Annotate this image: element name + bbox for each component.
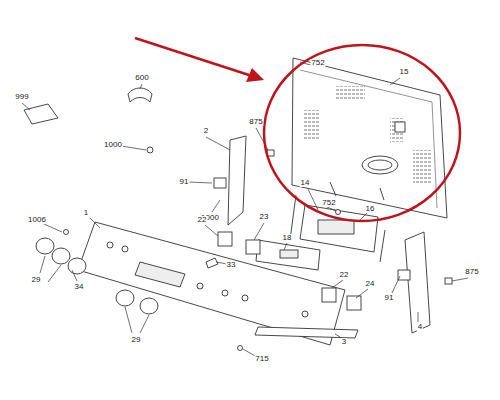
callout-number: 91 <box>179 178 190 186</box>
callout-number: 15 <box>399 68 410 76</box>
callout-number: 91 <box>384 294 395 302</box>
callout-number: 1 <box>83 209 89 217</box>
callout-number: 29 <box>31 276 42 284</box>
callout-number: 600 <box>134 74 149 82</box>
callout-number: 875 <box>464 268 479 276</box>
callout-number: 715 <box>254 355 269 363</box>
callout-number: 999 <box>14 93 29 101</box>
callout-number: 22 <box>339 271 350 279</box>
callout-number: 875 <box>248 118 263 126</box>
callout-number: 1000 <box>103 141 123 149</box>
callout-number: 29 <box>131 336 142 344</box>
callout-number: 752 <box>321 199 336 207</box>
callout-number: 752 <box>310 59 325 67</box>
callout-number: 34 <box>74 283 85 291</box>
callout-number: 2 <box>203 127 209 135</box>
callout-number: 16 <box>365 205 376 213</box>
callout-number: 3 <box>341 338 347 346</box>
callout-number: 14 <box>300 179 311 187</box>
callout-number: 33 <box>226 261 237 269</box>
callout-number: 1006 <box>27 216 47 224</box>
callout-number: 18 <box>282 234 293 242</box>
callout-number: 4 <box>417 323 423 331</box>
callout-number: 22 <box>197 216 208 224</box>
callout-number: 23 <box>259 213 270 221</box>
callout-number: 24 <box>365 280 376 288</box>
